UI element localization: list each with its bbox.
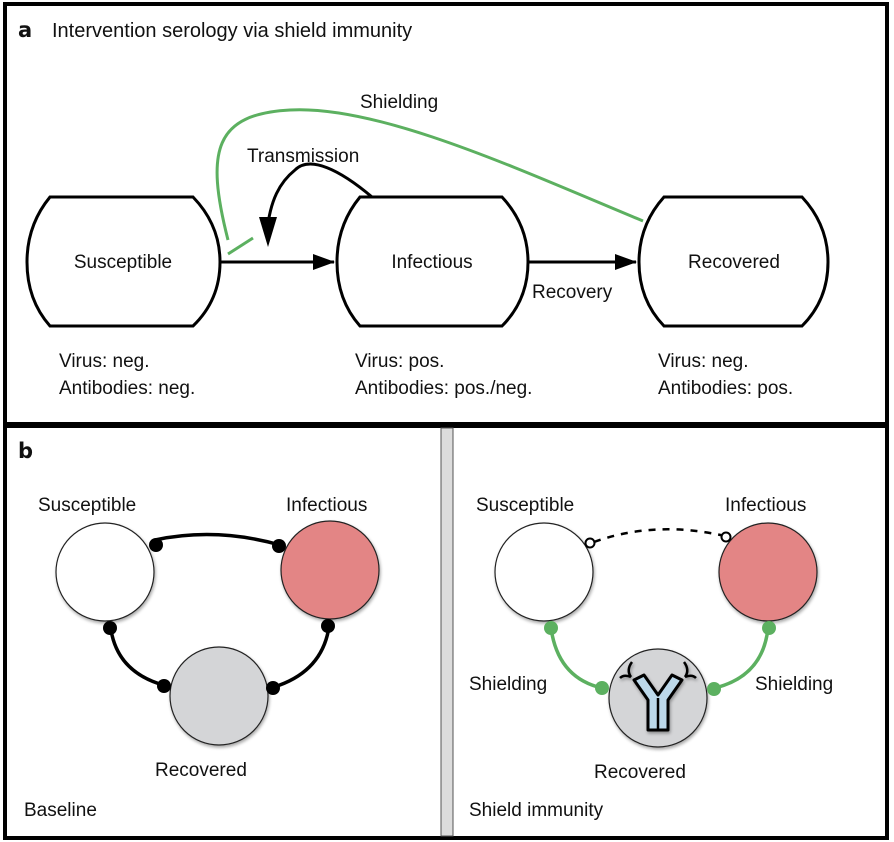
shielding-label-right: Shielding — [755, 674, 833, 695]
shield-edge-i-r — [714, 627, 770, 690]
node-label-infectious: Infectious — [391, 252, 472, 273]
panel-b-divider — [440, 427, 454, 837]
shielding-inhibition-curve — [215, 108, 644, 241]
baseline-diagram: Susceptible Infectious Recovered Baselin… — [24, 495, 380, 821]
antibody-icon — [619, 661, 697, 732]
baseline-label-infectious: Infectious — [286, 495, 367, 516]
shield-dot — [544, 621, 558, 635]
baseline-dot — [149, 538, 163, 552]
node-label-susceptible: Susceptible — [74, 252, 172, 273]
baseline-dot — [157, 679, 171, 693]
node-susceptible-a: Susceptible — [25, 195, 222, 328]
susceptible-virus-status: Virus: neg. — [59, 351, 149, 372]
baseline-node-recovered — [169, 646, 269, 746]
baseline-caption: Baseline — [24, 800, 97, 821]
infectious-antibody-status: Antibodies: pos./neg. — [355, 378, 532, 399]
shield-edge-s-r — [549, 627, 603, 690]
baseline-edge-s-i — [154, 532, 281, 547]
panel-b-letter: b — [18, 439, 33, 463]
baseline-dot — [321, 619, 335, 633]
baseline-edge-i-r — [273, 626, 331, 689]
shielding-label-left: Shielding — [469, 674, 547, 695]
baseline-edge-s-r — [109, 629, 164, 687]
node-recovered-a: Recovered — [637, 195, 830, 328]
shield-node-susceptible — [494, 522, 594, 622]
shield-node-infectious — [718, 522, 818, 622]
transmission-arrowhead — [259, 217, 277, 247]
shield-dot — [595, 681, 609, 695]
shield-dot — [707, 682, 721, 696]
shielding-label-a: Shielding — [360, 92, 438, 113]
infectious-virus-status: Virus: pos. — [355, 351, 444, 372]
open-dot — [720, 531, 732, 543]
shielding-inhibition-bar — [227, 236, 254, 256]
shield-immunity-caption: Shield immunity — [469, 800, 604, 821]
open-dot — [584, 537, 596, 549]
node-infectious-a: Infectious — [335, 195, 530, 328]
recovery-label: Recovery — [532, 282, 613, 303]
shield-edge-s-i-dashed — [593, 528, 726, 544]
shield-dot — [762, 621, 776, 635]
susceptible-antibody-status: Antibodies: neg. — [59, 378, 195, 399]
shield-label-susceptible: Susceptible — [476, 495, 574, 516]
shield-label-infectious: Infectious — [725, 495, 806, 516]
transmission-label: Transmission — [247, 146, 359, 167]
transmission-loop — [265, 162, 373, 233]
baseline-dot — [266, 681, 280, 695]
panel-a-title: Intervention serology via shield immunit… — [52, 20, 412, 42]
shield-label-recovered: Recovered — [594, 762, 686, 783]
baseline-node-infectious — [280, 520, 380, 620]
baseline-label-recovered: Recovered — [155, 760, 247, 781]
baseline-dot — [103, 621, 117, 635]
baseline-label-susceptible: Susceptible — [38, 495, 136, 516]
shield-immunity-diagram: Susceptible Infectious Recovered Shieldi… — [469, 495, 833, 821]
recovered-antibody-status: Antibodies: pos. — [658, 378, 793, 399]
panel-a-letter: a — [18, 18, 32, 42]
baseline-dot — [272, 539, 286, 553]
recovered-virus-status: Virus: neg. — [658, 351, 748, 372]
node-label-recovered: Recovered — [688, 252, 780, 273]
baseline-node-susceptible — [55, 522, 155, 622]
